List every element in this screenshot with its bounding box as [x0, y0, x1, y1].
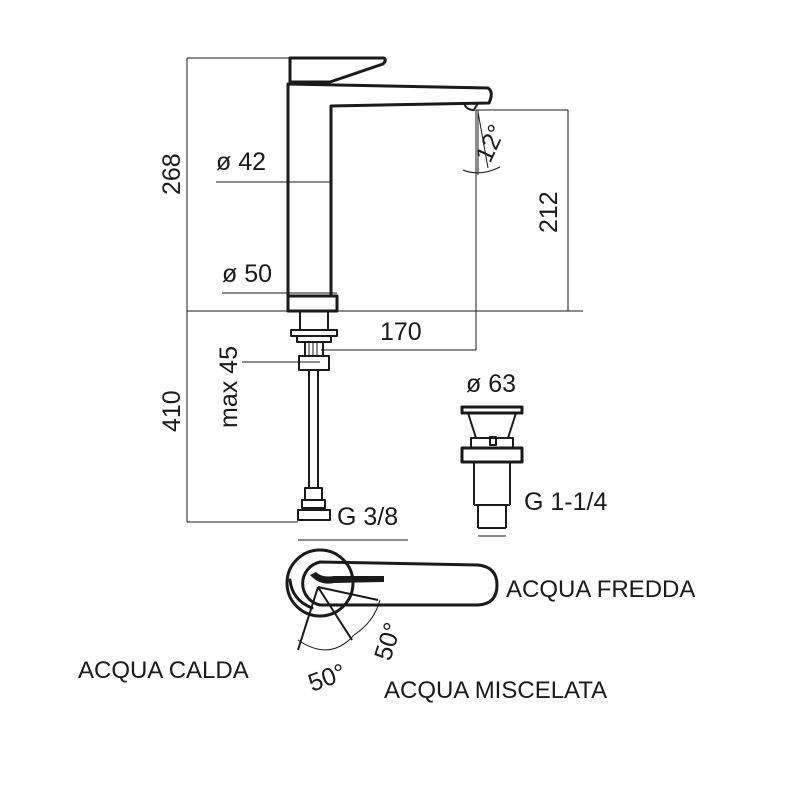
dimension-reach: 170: [380, 318, 422, 346]
dimension-max-thickness: max 45: [215, 346, 243, 428]
dimension-spout-height: 212: [535, 191, 563, 233]
dimension-base-diameter: ø 50: [222, 260, 272, 288]
faucet-body: [286, 56, 493, 313]
mounting-shank: [290, 311, 338, 371]
flexible-hose: [297, 370, 331, 521]
label-mixed-water: ACQUA MISCELATA: [384, 677, 607, 704]
dimension-lines: [186, 57, 583, 541]
lever-top-view: [285, 548, 499, 651]
dimension-total-height: 268: [158, 153, 186, 195]
dimension-angle-left: 50°: [304, 658, 349, 697]
dimension-drain-diameter: ø 63: [466, 370, 516, 398]
dimension-drain-thread: G 1-1/4: [524, 488, 607, 516]
label-cold-water: ACQUA FREDDA: [506, 576, 695, 603]
label-hot-water: ACQUA CALDA: [78, 657, 249, 684]
dimension-angle-right: 50°: [369, 619, 407, 664]
dimension-hose-thread: G 3/8: [337, 503, 398, 531]
dimension-body-diameter: ø 42: [216, 148, 266, 176]
dimension-below-height: 410: [158, 390, 186, 432]
drain-fitting: [460, 405, 524, 529]
